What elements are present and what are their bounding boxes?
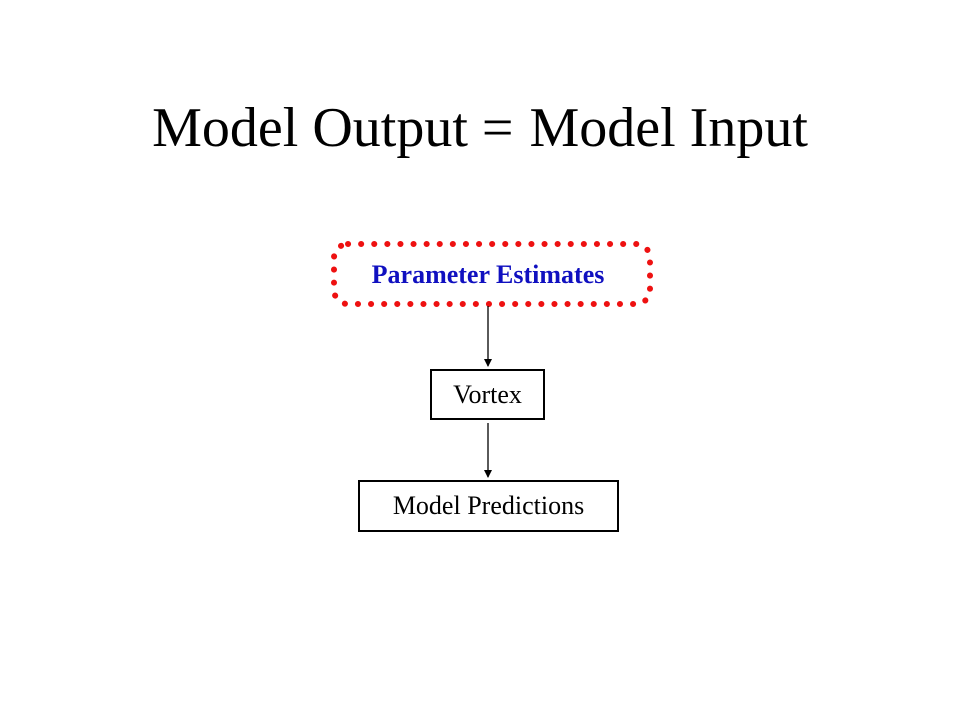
parameter-estimates-frame	[331, 241, 653, 307]
model-predictions-label: Model Predictions	[392, 491, 585, 520]
title-right: Model Input	[529, 97, 808, 159]
model-predictions-box	[358, 480, 619, 532]
slide-title: Model Output=Model Input	[0, 88, 960, 168]
parameter-estimates-label: Parameter Estimates	[371, 260, 605, 289]
title-equals: =	[481, 97, 514, 159]
vortex-box	[430, 369, 545, 420]
title-left: Model Output	[152, 97, 468, 159]
vortex-label: Vortex	[453, 380, 522, 409]
